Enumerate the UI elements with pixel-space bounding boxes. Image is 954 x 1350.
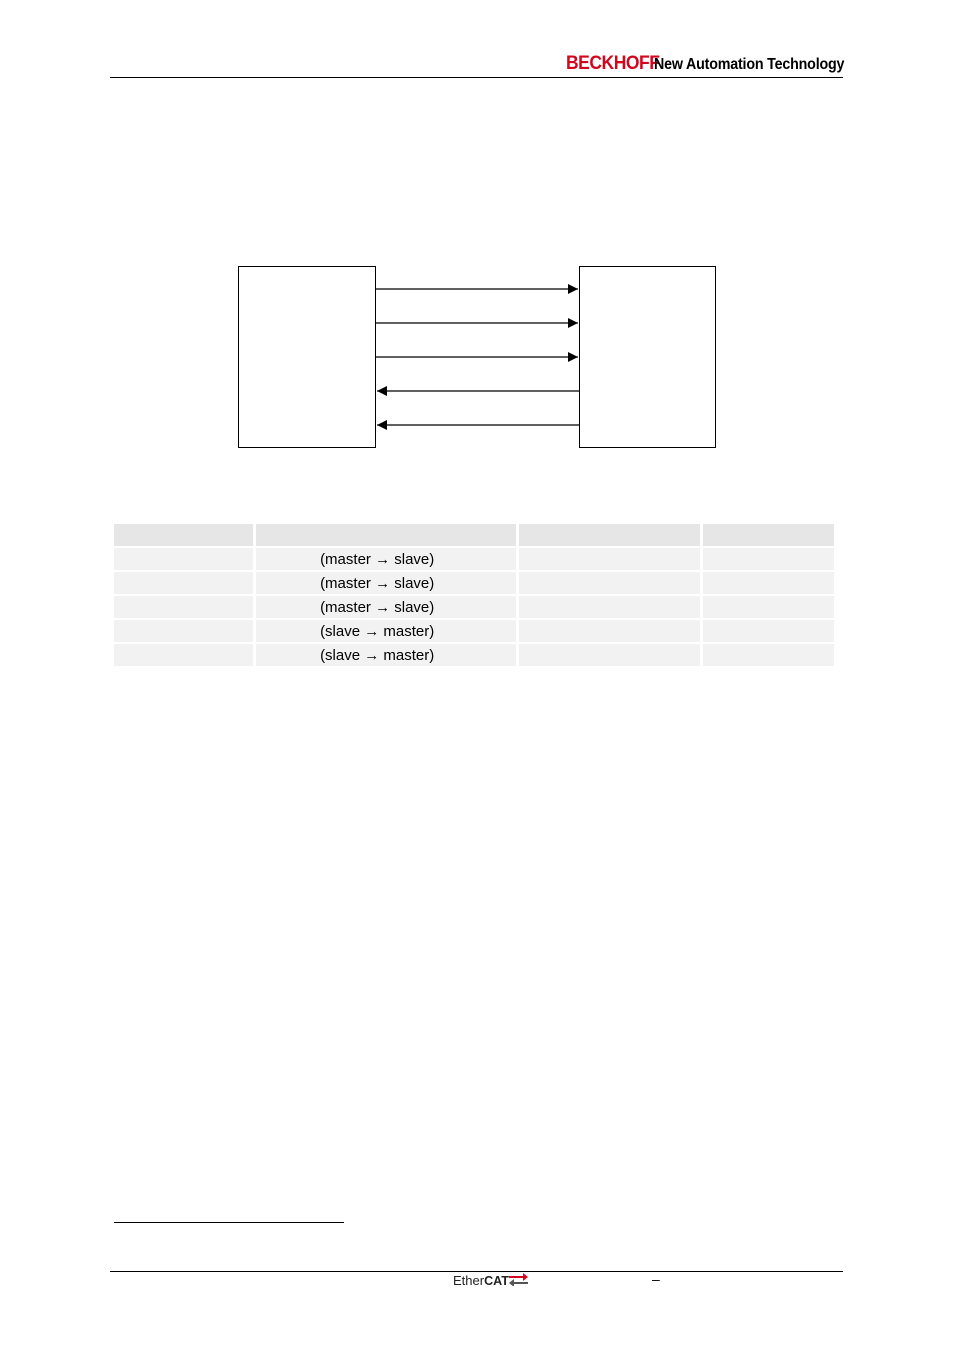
master-block [238, 266, 376, 448]
direction-cell: (slave → master) [256, 620, 517, 642]
footnote-rule [114, 1222, 344, 1223]
direction-cell: (master → slave) [256, 596, 517, 618]
brand-logo: BECKHOFF [566, 53, 660, 74]
table-row: (master → slave) [114, 572, 834, 594]
signal-table: (master → slave) (master → slave) (maste… [111, 522, 837, 668]
brand-tagline: New Automation Technology [654, 56, 845, 73]
table-header-row [114, 524, 834, 546]
table-header-cell [519, 524, 701, 546]
ethercat-logo: EtherCAT [453, 1273, 528, 1288]
header-logo: BECKHOFF New Automation Technology [566, 53, 844, 75]
ethercat-arrows-icon [509, 1273, 528, 1286]
footer-dash: – [652, 1271, 660, 1287]
direction-cell: (master → slave) [256, 548, 517, 570]
slave-block [579, 266, 716, 448]
table-row: (master → slave) [114, 548, 834, 570]
header-rule [110, 77, 843, 78]
table-row: (slave → master) [114, 620, 834, 642]
table-row: (slave → master) [114, 644, 834, 666]
ethercat-logo-cat: CAT [484, 1274, 509, 1288]
direction-cell: (slave → master) [256, 644, 517, 666]
table-header-cell [114, 524, 254, 546]
table-header-cell [703, 524, 834, 546]
footer-rule [110, 1271, 843, 1272]
direction-cell: (master → slave) [256, 572, 517, 594]
table-header-cell [256, 524, 517, 546]
ethercat-logo-ether: Ether [453, 1273, 485, 1288]
table-row: (master → slave) [114, 596, 834, 618]
